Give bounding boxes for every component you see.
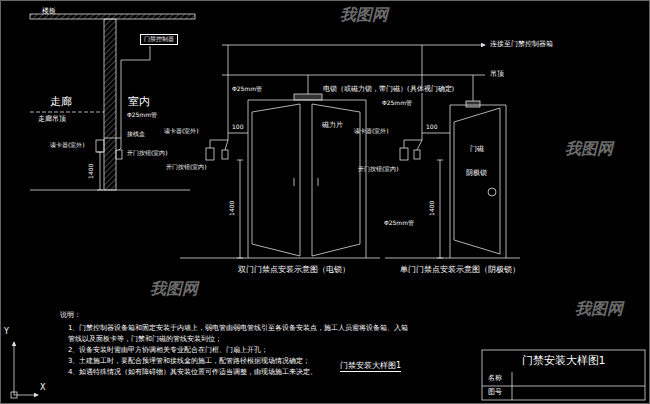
conduit-label: Φ25mm管 xyxy=(382,100,412,107)
dimension: 1400 xyxy=(89,163,96,178)
table-cell: 图号 xyxy=(488,389,502,397)
area-label: 室内 xyxy=(128,96,150,108)
title-block-cell: 门禁安装大样图1 xyxy=(482,350,645,372)
ceiling-label: 走廊吊顶 xyxy=(38,116,66,124)
table-cell: 名称 xyxy=(488,375,502,383)
drawing-caption: 门禁安装大样图1 xyxy=(340,362,401,372)
part-label: 门磁 xyxy=(470,146,484,153)
conduit-label: Φ25mm管 xyxy=(127,112,157,119)
view-title: 双门门禁点安装示意图（电锁） xyxy=(238,266,350,274)
note-line: 2、设备安装时需由甲方协调相关专业配合在门框、门扇上开孔； xyxy=(68,345,413,356)
watermark: 我图网 xyxy=(575,300,623,318)
watermark: 我图网 xyxy=(340,6,388,24)
axis-label: Y xyxy=(4,328,9,337)
conduit-label: Φ25mm管 xyxy=(384,220,414,227)
note-line: 1、门禁控制器设备箱和固定安装于内墙上，弱电管由弱电管线引至各设备安装点，施工人… xyxy=(68,323,413,345)
lock-label: 电锁（或磁力锁，带门磁）(具体视门确定) xyxy=(322,86,455,93)
watermark: 我图网 xyxy=(565,140,613,158)
floor-label: 楼板 xyxy=(42,8,56,16)
axis-label: X xyxy=(40,384,45,393)
reader-label: 读卡器(室外) xyxy=(354,128,389,135)
dimension: 1400 xyxy=(430,200,437,215)
part-label: 阴极锁 xyxy=(466,170,487,177)
button-label: 开门按钮(室内) xyxy=(166,164,207,171)
reader-label: 读卡器(室外) xyxy=(164,128,199,135)
dimension: 100 xyxy=(232,124,243,131)
part-label: 磁力片 xyxy=(322,122,343,129)
ceiling-label: 吊顶 xyxy=(490,71,504,79)
leader-label: 连接至门禁控制器箱 xyxy=(490,41,553,49)
dimension: 1400 xyxy=(230,200,237,215)
notes-heading: 说明： xyxy=(60,312,81,320)
box-label: 接线盒 xyxy=(127,131,145,138)
area-label: 走廊 xyxy=(50,96,72,108)
controller-box: 门禁控制器 xyxy=(140,34,178,45)
reader-label: 读卡器(室外) xyxy=(50,142,85,149)
button-label: 开门按钮(室内) xyxy=(127,150,168,157)
conduit-label: Φ25mm管 xyxy=(232,86,262,93)
button-label: 开门按钮(室内) xyxy=(358,166,399,173)
node-text: 门禁安装大样图1 xyxy=(522,355,606,367)
watermark: 我图网 xyxy=(150,280,198,298)
node-text: 门禁控制器 xyxy=(144,36,174,43)
dimension: 100 xyxy=(426,124,437,131)
view-title: 单门门禁点安装示意图（阴极锁） xyxy=(400,266,520,274)
